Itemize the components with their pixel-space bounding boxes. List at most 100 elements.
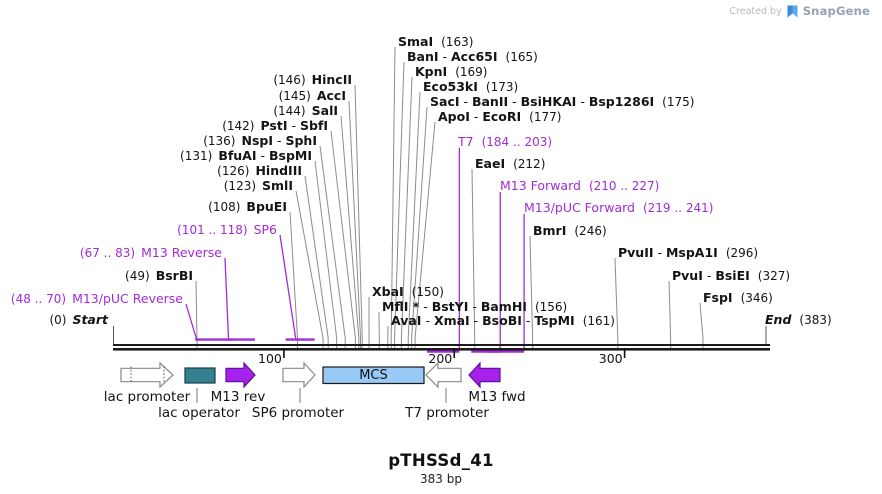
- site-label-text: (161): [582, 314, 615, 328]
- site-label-text: BamHI: [480, 299, 527, 314]
- feature-label-m13-fwd[interactable]: M13 fwd: [468, 389, 526, 405]
- site-label-t7-primer[interactable]: T7(184 .. 203): [458, 135, 552, 149]
- axis-tick-100: 100: [258, 351, 282, 366]
- site-label-text: Bsp1286I: [588, 94, 655, 109]
- site-label-text: HincII: [311, 72, 352, 87]
- map-length: 383 bp: [420, 472, 462, 486]
- site-label-text: (142): [222, 119, 255, 133]
- site-label-pvuii-mspa1i[interactable]: PvuII - MspA1I(296): [618, 246, 758, 260]
- site-label-m13-puc-forward[interactable]: M13/pUC Forward(219 .. 241): [524, 201, 713, 215]
- site-label-text: (150): [411, 285, 444, 299]
- site-label-text: PvuI: [672, 268, 703, 283]
- site-label-apoi-ecori[interactable]: ApoI - EcoRI(177): [438, 110, 561, 124]
- site-label-smai[interactable]: SmaI(163): [398, 35, 473, 49]
- feature-label-t7-promoter[interactable]: T7 promoter: [405, 405, 489, 421]
- site-label-hincii[interactable]: (146) HincII: [273, 73, 352, 87]
- site-label-bmri[interactable]: BmrI(246): [533, 224, 607, 238]
- site-label-mfli-bstyi-bamhi[interactable]: MflI * - BstYI - BamHI(156): [382, 300, 567, 314]
- site-label-text: BsoBI: [482, 313, 522, 328]
- site-label-text: (163): [441, 35, 474, 49]
- feature-lac-promoter[interactable]: [120, 361, 174, 389]
- site-label-text: SacI: [430, 94, 460, 109]
- site-label-text: PstI: [260, 118, 288, 133]
- site-label-text: SmlI: [262, 178, 293, 193]
- site-label-text: ApoI: [438, 109, 470, 124]
- site-label-text: NspI: [241, 133, 274, 148]
- site-label-bfuai-bspmi[interactable]: (131)BfuAI - BspMI: [180, 149, 312, 163]
- site-label-xbai[interactable]: XbaI(150): [372, 285, 444, 299]
- feature-m13-rev[interactable]: [225, 361, 256, 389]
- site-label-text: Eco53kI: [423, 79, 478, 94]
- site-label-avai-xmai-bsobi-tspmi[interactable]: AvaI - XmaI - BsoBI - TspMI(161): [391, 314, 615, 328]
- site-label-text: PvuII: [618, 245, 654, 260]
- site-label-pvui-bsiei[interactable]: PvuI - BsiEI(327): [672, 269, 790, 283]
- site-label-text: (327): [757, 269, 791, 283]
- site-label-sali[interactable]: (144)SalI: [273, 104, 338, 118]
- site-label-text: BsrBI: [155, 268, 193, 283]
- site-label-text: -: [419, 299, 432, 314]
- feature-label-lac-operator[interactable]: lac operator: [158, 405, 240, 421]
- site-label-text: (48 .. 70): [10, 292, 67, 306]
- site-label-text: (156): [534, 300, 568, 314]
- site-label-hindiii[interactable]: (126)HindIII: [217, 164, 302, 178]
- feature-label-sp6-promoter[interactable]: SP6 promoter: [251, 405, 345, 421]
- site-label-text: BsiEI: [715, 268, 750, 283]
- site-label-sp6-primer[interactable]: (101 .. 118)SP6: [177, 223, 277, 237]
- site-label-text: SalI: [311, 103, 338, 118]
- site-label-end[interactable]: End(383): [765, 313, 832, 327]
- site-label-m13-forward[interactable]: M13 Forward (210 .. 227): [500, 179, 659, 193]
- site-label-nspi-sphi[interactable]: (136)NspI - SphI: [203, 134, 317, 148]
- site-label-text: -: [576, 94, 589, 109]
- feature-label-lac-promoter[interactable]: lac promoter: [103, 389, 191, 405]
- site-label-kpni[interactable]: KpnI (169): [415, 65, 487, 79]
- site-label-text: (49): [125, 269, 150, 283]
- site-label-text: -: [438, 49, 451, 64]
- site-label-text: (108): [208, 200, 241, 214]
- site-label-text: (169): [455, 65, 488, 79]
- site-label-text: -: [273, 133, 286, 148]
- site-label-text: (383): [799, 313, 832, 327]
- feature-label-mcs[interactable]: MCS: [359, 368, 388, 383]
- feature-lac-operator: [184, 367, 216, 384]
- site-label-text: -: [421, 313, 434, 328]
- site-label-text: (146): [273, 73, 306, 87]
- site-label-saci-banii-bsihkai-bsp1286i[interactable]: SacI - BanII - BsiHKAI - Bsp1286I(175): [430, 95, 694, 109]
- site-label-text: -: [521, 313, 535, 328]
- site-label-text: FspI: [703, 290, 733, 305]
- feature-label-m13-rev[interactable]: M13 rev: [210, 389, 266, 405]
- site-label-eaei[interactable]: EaeI(212): [475, 157, 545, 171]
- map-title: pTHSSd_41: [388, 451, 494, 470]
- site-label-bpuei[interactable]: (108)BpuEI: [208, 200, 287, 214]
- site-label-text: AccI: [316, 88, 346, 103]
- site-label-text: MspA1I: [665, 245, 718, 260]
- site-label-eco53ki[interactable]: Eco53kI(173): [423, 80, 518, 94]
- site-label-text: -: [469, 313, 483, 328]
- site-label-text: BsiHKAI: [520, 94, 577, 109]
- site-label-m13-reverse[interactable]: (67 .. 83)M13 Reverse: [80, 246, 222, 260]
- feature-m13-fwd[interactable]: [468, 361, 501, 389]
- site-label-text: (177): [529, 110, 562, 124]
- site-label-text: BfuAI: [218, 148, 257, 163]
- site-label-fspi[interactable]: FspI (346): [703, 291, 773, 305]
- site-label-acci[interactable]: (145)AccI: [279, 89, 346, 103]
- site-label-text: (67 .. 83): [79, 246, 136, 260]
- site-label-text: (210 .. 227): [588, 179, 660, 193]
- site-label-text: -: [653, 245, 666, 260]
- site-label-smli[interactable]: (123)SmlI: [224, 179, 293, 193]
- site-label-text: XmaI: [433, 313, 470, 328]
- site-label-text: (346): [740, 291, 773, 305]
- site-label-text: -: [256, 148, 269, 163]
- site-label-m13-puc-reverse[interactable]: (48 .. 70) M13/pUC Reverse: [11, 292, 183, 306]
- site-label-bsrbi[interactable]: (49) BsrBI: [125, 269, 193, 283]
- feature-sp6-promoter[interactable]: [282, 361, 316, 389]
- site-label-psti-sbfi[interactable]: (142)PstI - SbfI: [222, 119, 328, 133]
- axis-tick-200: 200: [428, 351, 453, 366]
- site-label-bani-acc65i[interactable]: BanI - Acc65I(165): [407, 50, 538, 64]
- site-label-text: M13 Forward: [500, 178, 581, 193]
- site-label-text: M13/pUC Reverse: [72, 291, 183, 306]
- site-label-start[interactable]: (0)Start: [49, 313, 108, 327]
- site-label-text: KpnI: [415, 64, 448, 79]
- feature-t7-promoter[interactable]: [425, 361, 462, 389]
- site-label-text: -: [459, 94, 472, 109]
